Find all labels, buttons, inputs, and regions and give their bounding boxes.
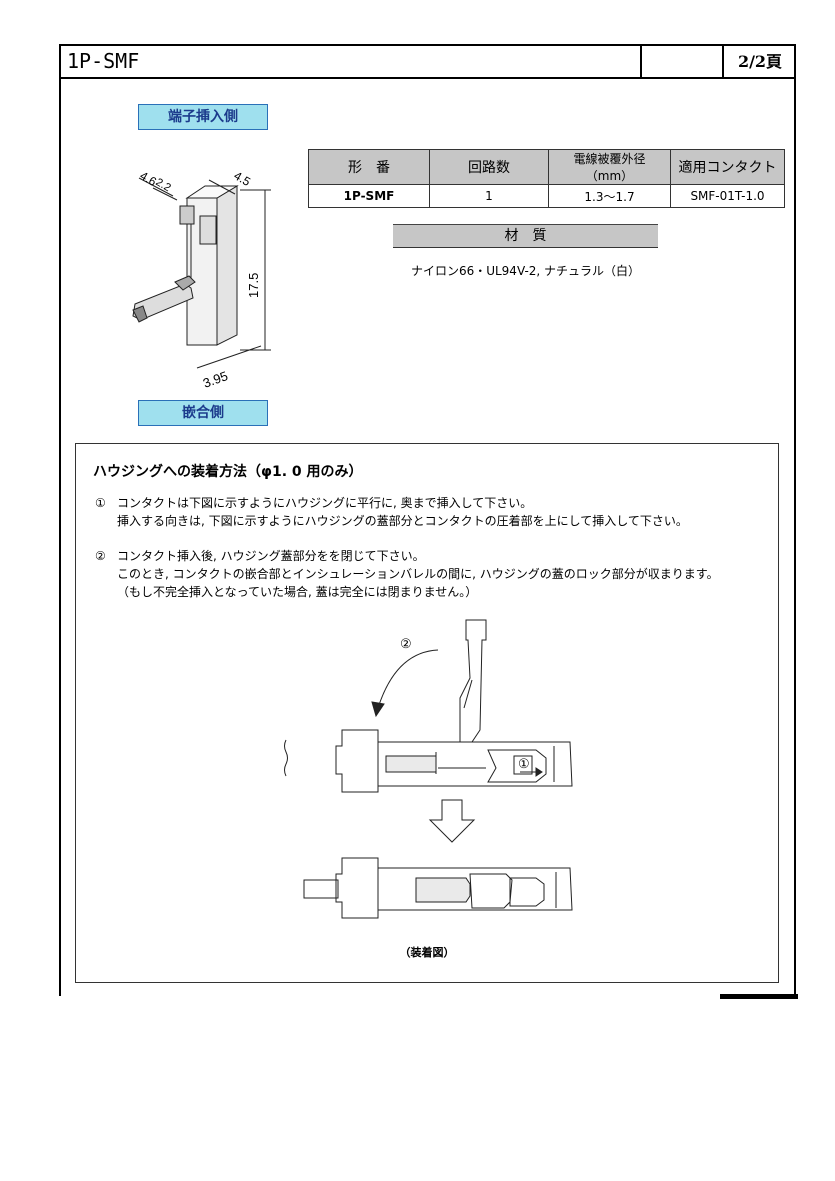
spec-wire-od: 1.3〜1.7 [548,184,671,208]
material-header: 材 質 [393,224,658,248]
step-1-number: ① [95,496,106,510]
spec-table: 形 番 回路数 電線被覆外径（mm） 適用コンタクト 1P-SMF 1 1.3〜… [308,149,785,208]
step-2-number: ② [95,549,106,563]
step-2-line-1: コンタクト挿入後, ハウジング蓋部分をを閉じて下さい。 [117,549,425,563]
step-1: ① コンタクトは下図に示すようにハウジングに平行に, 奥まで挿入して下さい。 挿入… [95,494,688,530]
marker-step-1: ① [518,756,530,771]
header-row: 1P-SMF 2/2頁 [61,46,794,79]
step-2: ② コンタクト挿入後, ハウジング蓋部分をを閉じて下さい。 このとき, コンタクト… [95,547,719,601]
marker-step-2: ② [400,636,412,651]
spec-header-contact: 適用コンタクト [670,149,785,185]
housing-drawing: 4.6 2.2 4.5 17.5 3.95 [132,168,271,390]
frame-corner-bar [720,994,798,999]
step-2-line-3: （もし不完全挿入となっていた場合, 蓋は完全には閉まりません。） [117,585,478,599]
spec-header-circuits: 回路数 [429,149,549,185]
step-1-line-1: コンタクトは下図に示すようにハウジングに平行に, 奥まで挿入して下さい。 [117,496,533,510]
terminal-side-tag: 端子挿入側 [138,104,268,130]
installation-diagram: ② ① [284,619,573,919]
installation-method-box: ハウジングへの装着方法（φ1. 0 用のみ） ① コンタクトは下図に示すようにハウ… [75,443,779,983]
document-title: 1P-SMF [67,49,140,73]
step-2-line-2: このとき, コンタクトの嵌合部とインシュレーションバレルの間に, ハウジングの蓋… [117,567,719,581]
spec-header-wire-od: 電線被覆外径（mm） [548,149,671,185]
dim-height: 17.5 [246,273,261,298]
spec-model: 1P-SMF [308,184,430,208]
method-title: ハウジングへの装着方法（φ1. 0 用のみ） [93,464,363,480]
material-value: ナイロン66・UL94V-2, ナチュラル（白） [410,264,641,278]
diagram-caption: （装着図） [399,946,455,959]
document-frame: 1P-SMF 2/2頁 [59,44,796,996]
spec-contact: SMF-01T-1.0 [670,184,785,208]
spec-header-model: 形 番 [308,149,430,185]
mating-side-tag: 嵌合側 [138,400,268,426]
header-blank-cell [640,46,724,77]
spec-circuits: 1 [429,184,549,208]
step-1-line-2: 挿入する向きは, 下図に示すようにハウジングの蓋部分とコンタクトの圧着部を上にし… [117,514,688,528]
page-number: 2/2頁 [722,46,796,77]
dim-bottom: 3.95 [201,368,230,390]
